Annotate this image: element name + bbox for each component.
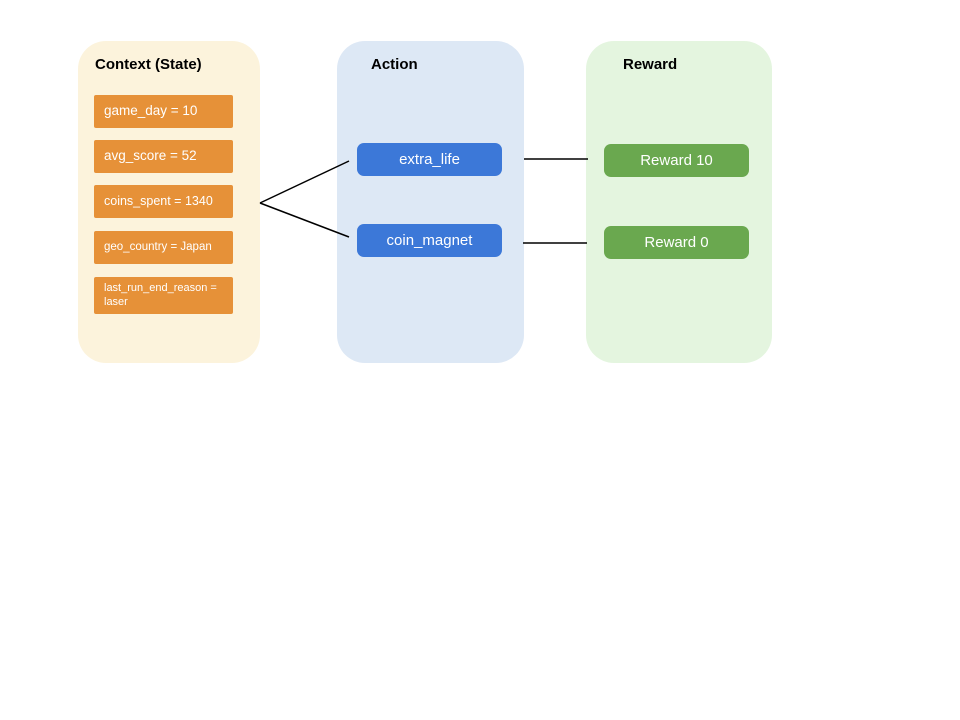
reward-0-badge: Reward 0 (604, 226, 749, 259)
context-feature-last-run-end-reason: last_run_end_reason = laser (94, 277, 233, 314)
context-feature-game-day: game_day = 10 (94, 95, 233, 128)
context-panel: Context (State) game_day = 10 avg_score … (78, 41, 260, 363)
reward-10-badge: Reward 10 (604, 144, 749, 177)
context-feature-coins-spent: coins_spent = 1340 (94, 185, 233, 218)
action-panel: Action extra_life coin_magnet (337, 41, 524, 363)
context-feature-avg-score: avg_score = 52 (94, 140, 233, 173)
context-feature-geo-country: geo_country = Japan (94, 231, 233, 264)
edge-context-to-extra-life (259, 160, 350, 204)
context-header: Context (State) (95, 56, 202, 73)
action-extra-life: extra_life (357, 143, 502, 176)
action-coin-magnet: coin_magnet (357, 224, 502, 257)
reward-header: Reward (623, 56, 678, 73)
action-header: Action (371, 56, 418, 73)
edge-context-to-coin-magnet (259, 202, 350, 238)
reward-panel: Reward Reward 10 Reward 0 (586, 41, 772, 363)
